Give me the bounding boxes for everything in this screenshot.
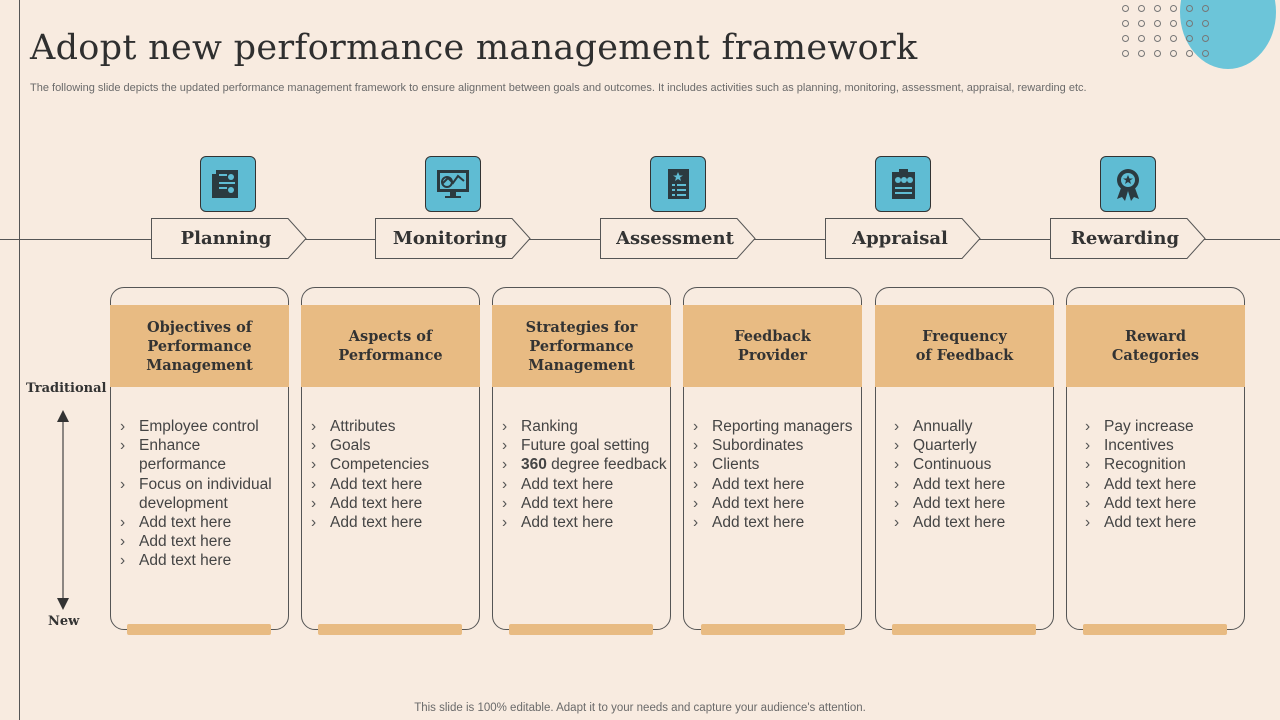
list-item: Recognition (1085, 455, 1250, 474)
card-list: Employee control Enhance performance Foc… (120, 417, 285, 571)
left-vertical-rule (19, 0, 20, 720)
card-aspects: Aspects of Performance Attributes Goals … (301, 287, 480, 630)
card-frequency: Frequency of Feedback Annually Quarterly… (875, 287, 1054, 630)
award-badge-icon (1100, 156, 1156, 212)
monitor-analysis-icon (425, 156, 481, 212)
card-heading: Frequency of Feedback (875, 305, 1054, 387)
card-bottom-bar (127, 624, 271, 635)
list-item: Add text here (502, 475, 667, 494)
list-item: Competencies (311, 455, 476, 474)
list-item: Add text here (894, 494, 1059, 513)
list-item: Add text here (894, 475, 1059, 494)
list-item: Add text here (120, 532, 285, 551)
card-strategies: Strategies for Performance Management Ra… (492, 287, 671, 630)
list-item: Add text here (693, 475, 858, 494)
list-item: Reporting managers (693, 417, 858, 436)
list-item: Annually (894, 417, 1059, 436)
card-heading: Objectives of Performance Management (110, 305, 289, 387)
list-item: Attributes (311, 417, 476, 436)
card-list: Reporting managers Subordinates Clients … (693, 417, 858, 532)
card-bottom-bar (318, 624, 462, 635)
card-list: Ranking Future goal setting 360 degree f… (502, 417, 667, 532)
list-item: Subordinates (693, 436, 858, 455)
card-bottom-bar (892, 624, 1036, 635)
list-item: Add text here (1085, 475, 1250, 494)
card-bottom-bar (509, 624, 653, 635)
list-item: Goals (311, 436, 476, 455)
stage-assessment: Assessment (600, 218, 756, 259)
clipboard-rating-icon (875, 156, 931, 212)
footer-note: This slide is 100% editable. Adapt it to… (414, 702, 866, 714)
stage-rewarding: Rewarding (1050, 218, 1206, 259)
list-item: Add text here (311, 513, 476, 532)
card-list: Pay increase Incentives Recognition Add … (1085, 417, 1250, 532)
card-feedback-provider: Feedback Provider Reporting managers Sub… (683, 287, 862, 630)
stage-monitoring: Monitoring (375, 218, 531, 259)
card-list: Attributes Goals Competencies Add text h… (311, 417, 476, 532)
axis-label-traditional: Traditional (26, 381, 107, 396)
list-item: Add text here (311, 494, 476, 513)
decorative-dot-grid (1122, 5, 1212, 57)
list-item: Employee control (120, 417, 285, 436)
list-item: Add text here (120, 513, 285, 532)
list-item: Add text here (1085, 513, 1250, 532)
double-arrow-icon (57, 410, 69, 610)
stage-appraisal: Appraisal (825, 218, 981, 259)
stage-label: Planning (180, 228, 272, 249)
card-bottom-bar (1083, 624, 1227, 635)
list-item: Add text here (693, 494, 858, 513)
list-item: Continuous (894, 455, 1059, 474)
list-item: Focus on individual development (120, 475, 285, 513)
stage-planning: Planning (151, 218, 307, 259)
list-item: 360 degree feedback (502, 455, 667, 474)
card-heading: Strategies for Performance Management (492, 305, 671, 387)
card-list: Annually Quarterly Continuous Add text h… (894, 417, 1059, 532)
slide-subtitle: The following slide depicts the updated … (30, 82, 1087, 94)
list-item: Add text here (894, 513, 1059, 532)
list-item: Future goal setting (502, 436, 667, 455)
stage-label: Appraisal (852, 228, 948, 249)
list-item: Ranking (502, 417, 667, 436)
card-objectives: Objectives of Performance Management Emp… (110, 287, 289, 630)
list-item: Add text here (311, 475, 476, 494)
list-item: Add text here (502, 494, 667, 513)
checklist-icon (650, 156, 706, 212)
list-item: Add text here (1085, 494, 1250, 513)
list-item: Enhance performance (120, 436, 285, 474)
axis-label-new: New (48, 614, 80, 629)
card-heading: Reward Categories (1066, 305, 1245, 387)
list-item: Add text here (120, 551, 285, 570)
slide-title: Adopt new performance management framewo… (30, 28, 918, 68)
list-item: Incentives (1085, 436, 1250, 455)
list-item: Clients (693, 455, 858, 474)
list-item: Add text here (502, 513, 667, 532)
stage-label: Rewarding (1070, 228, 1180, 249)
card-reward-categories: Reward Categories Pay increase Incentive… (1066, 287, 1245, 630)
list-item: Add text here (693, 513, 858, 532)
list-item: Pay increase (1085, 417, 1250, 436)
stage-label: Assessment (616, 228, 734, 249)
card-heading: Feedback Provider (683, 305, 862, 387)
list-item: Quarterly (894, 436, 1059, 455)
stage-label: Monitoring (392, 228, 508, 249)
report-document-icon (200, 156, 256, 212)
card-heading: Aspects of Performance (301, 305, 480, 387)
card-bottom-bar (701, 624, 845, 635)
